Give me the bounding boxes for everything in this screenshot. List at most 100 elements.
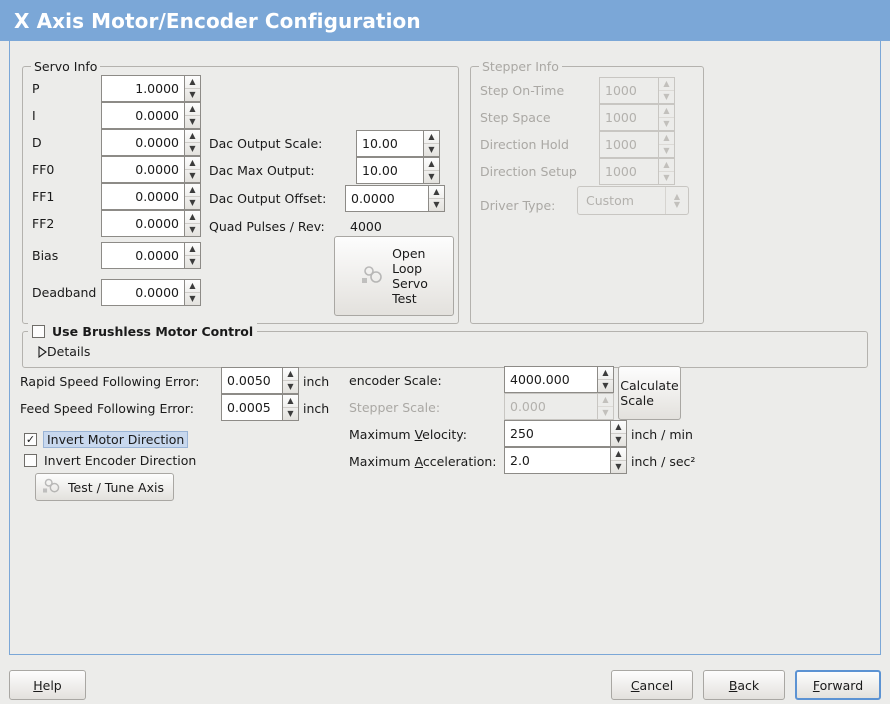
spin-up-icon[interactable]: ▲	[189, 158, 196, 167]
dac-max-output-buttons[interactable]: ▲▼	[423, 157, 440, 184]
spin-down-icon[interactable]: ▼	[185, 169, 200, 182]
spin-up-icon[interactable]: ▲	[433, 187, 440, 196]
servo-spin-bias-buttons[interactable]: ▲▼	[184, 242, 201, 269]
direction-hold-buttons: ▲▼	[658, 131, 675, 158]
servo-spin-d[interactable]: 0.0000 ▲▼	[101, 129, 201, 156]
servo-spin-ff0-value[interactable]: 0.0000	[101, 156, 184, 183]
spin-down-icon[interactable]: ▼	[185, 115, 200, 128]
dac-output-offset-buttons[interactable]: ▲▼	[428, 185, 445, 212]
spin-down-icon[interactable]: ▼	[185, 223, 200, 236]
spin-down-icon[interactable]: ▼	[283, 380, 298, 393]
rapid-spin-buttons[interactable]: ▲▼	[282, 367, 299, 394]
servo-spin-ff1-value[interactable]: 0.0000	[101, 183, 184, 210]
servo-spin-ff2-buttons[interactable]: ▲▼	[184, 210, 201, 237]
maximum-acceleration-spin[interactable]: 2.0 ▲▼	[504, 447, 627, 474]
spin-up-icon[interactable]: ▲	[615, 422, 622, 431]
servo-spin-ff0-buttons[interactable]: ▲▼	[184, 156, 201, 183]
servo-spin-p-buttons[interactable]: ▲▼	[184, 75, 201, 102]
servo-spin-deadband[interactable]: 0.0000 ▲▼	[101, 279, 201, 306]
servo-spin-ff1[interactable]: 0.0000 ▲▼	[101, 183, 201, 210]
spin-down-icon[interactable]: ▼	[611, 460, 626, 473]
checkbox-box[interactable]	[32, 324, 45, 338]
spin-up-icon[interactable]: ▲	[602, 368, 609, 377]
spin-up-icon[interactable]: ▲	[287, 369, 294, 378]
help-button[interactable]: Help	[9, 670, 86, 700]
feed-speed-following-error-spin[interactable]: 0.0005 ▲▼	[221, 394, 299, 421]
spin-down-icon[interactable]: ▼	[283, 407, 298, 420]
dac-output-offset-value[interactable]: 0.0000	[345, 185, 428, 212]
calculate-scale-button[interactable]: Calculate Scale	[618, 366, 681, 420]
feed-spin-buttons[interactable]: ▲▼	[282, 394, 299, 421]
maximum-acceleration-value[interactable]: 2.0	[504, 447, 610, 474]
servo-spin-bias[interactable]: 0.0000 ▲▼	[101, 242, 201, 269]
servo-spin-d-buttons[interactable]: ▲▼	[184, 129, 201, 156]
forward-button[interactable]: Forward	[795, 670, 881, 700]
servo-spin-i-buttons[interactable]: ▲▼	[184, 102, 201, 129]
checkbox-box[interactable]: ✓	[24, 433, 37, 446]
spin-up-icon[interactable]: ▲	[189, 281, 196, 290]
spin-up-icon[interactable]: ▲	[189, 212, 196, 221]
invert-encoder-direction-checkbox[interactable]: Invert Encoder Direction	[24, 453, 196, 468]
dac-max-output-value[interactable]: 10.00	[356, 157, 423, 184]
spin-down-icon[interactable]: ▼	[429, 198, 444, 211]
spin-up-icon[interactable]: ▲	[189, 244, 196, 253]
encoder-scale-spin[interactable]: 4000.000 ▲▼	[504, 366, 614, 393]
servo-spin-deadband-value[interactable]: 0.0000	[101, 279, 184, 306]
dac-output-scale-label: Dac Output Scale:	[209, 136, 323, 151]
feed-speed-following-error-value[interactable]: 0.0005	[221, 394, 282, 421]
spin-down-icon[interactable]: ▼	[185, 196, 200, 209]
servo-spin-ff2-value[interactable]: 0.0000	[101, 210, 184, 237]
maximum-velocity-value[interactable]: 250	[504, 420, 610, 447]
dac-output-offset-spin[interactable]: 0.0000 ▲▼	[345, 185, 445, 212]
rapid-speed-following-error-value[interactable]: 0.0050	[221, 367, 282, 394]
chevron-right-icon[interactable]	[30, 345, 47, 358]
dac-output-scale-value[interactable]: 10.00	[356, 130, 423, 157]
use-brushless-motor-control-checkbox[interactable]: Use Brushless Motor Control	[28, 323, 258, 339]
details-expander[interactable]: Details	[30, 344, 90, 359]
open-loop-servo-test-button[interactable]: Open Loop Servo Test	[334, 236, 454, 316]
spin-up-icon[interactable]: ▲	[428, 159, 435, 168]
direction-hold-spin: 1000 ▲▼	[599, 131, 675, 158]
spin-down-icon[interactable]: ▼	[611, 433, 626, 446]
spin-down-icon[interactable]: ▼	[598, 379, 613, 392]
rapid-speed-following-error-spin[interactable]: 0.0050 ▲▼	[221, 367, 299, 394]
encoder-scale-value[interactable]: 4000.000	[504, 366, 597, 393]
servo-spin-ff2[interactable]: 0.0000 ▲▼	[101, 210, 201, 237]
servo-spin-p[interactable]: 1.0000 ▲▼	[101, 75, 201, 102]
maximum-acceleration-buttons[interactable]: ▲▼	[610, 447, 627, 474]
spin-up-icon[interactable]: ▲	[615, 449, 622, 458]
spin-down-icon[interactable]: ▼	[424, 170, 439, 183]
spin-up-icon[interactable]: ▲	[189, 104, 196, 113]
invert-motor-direction-checkbox[interactable]: ✓ Invert Motor Direction	[24, 431, 189, 448]
encoder-scale-buttons[interactable]: ▲▼	[597, 366, 614, 393]
cancel-button[interactable]: Cancel	[611, 670, 693, 700]
spin-up-icon[interactable]: ▲	[287, 396, 294, 405]
spin-down-icon[interactable]: ▼	[185, 88, 200, 101]
servo-spin-deadband-buttons[interactable]: ▲▼	[184, 279, 201, 306]
servo-spin-i-value[interactable]: 0.0000	[101, 102, 184, 129]
servo-spin-ff1-buttons[interactable]: ▲▼	[184, 183, 201, 210]
servo-spin-i[interactable]: 0.0000 ▲▼	[101, 102, 201, 129]
maximum-velocity-spin[interactable]: 250 ▲▼	[504, 420, 627, 447]
spin-down-icon[interactable]: ▼	[185, 142, 200, 155]
dac-output-scale-buttons[interactable]: ▲▼	[423, 130, 440, 157]
spin-up-icon[interactable]: ▲	[428, 132, 435, 141]
dac-output-scale-spin[interactable]: 10.00 ▲▼	[356, 130, 440, 157]
spin-down-icon[interactable]: ▼	[185, 255, 200, 268]
back-button[interactable]: Back	[703, 670, 785, 700]
servo-spin-d-value[interactable]: 0.0000	[101, 129, 184, 156]
spin-up-icon[interactable]: ▲	[189, 131, 196, 140]
servo-spin-bias-value[interactable]: 0.0000	[101, 242, 184, 269]
spin-down-icon[interactable]: ▼	[424, 143, 439, 156]
maximum-velocity-buttons[interactable]: ▲▼	[610, 420, 627, 447]
spin-down-icon[interactable]: ▼	[185, 292, 200, 305]
servo-spin-p-value[interactable]: 1.0000	[101, 75, 184, 102]
spin-up-icon[interactable]: ▲	[189, 77, 196, 86]
dac-max-output-spin[interactable]: 10.00 ▲▼	[356, 157, 440, 184]
checkbox-box[interactable]	[24, 454, 37, 467]
spin-up-icon[interactable]: ▲	[189, 185, 196, 194]
test-tune-axis-button[interactable]: Test / Tune Axis	[35, 473, 174, 501]
servo-spin-ff0[interactable]: 0.0000 ▲▼	[101, 156, 201, 183]
calculate-scale-label: Calculate Scale	[620, 377, 679, 408]
step-on-time-label: Step On-Time	[480, 83, 565, 98]
